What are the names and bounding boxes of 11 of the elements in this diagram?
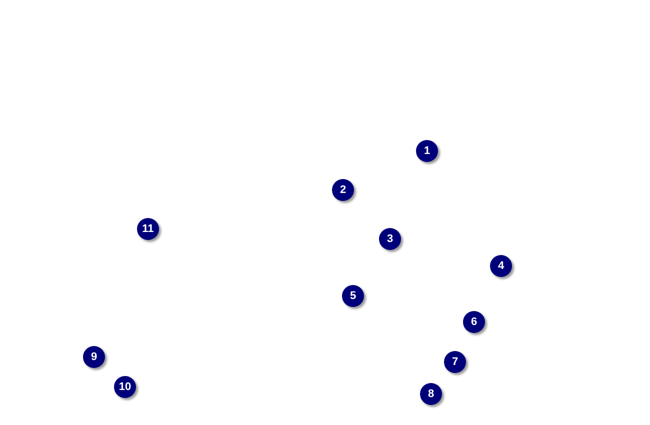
callout-number: 2 bbox=[332, 179, 354, 201]
callout-number: 11 bbox=[137, 218, 159, 240]
callout-number: 4 bbox=[490, 255, 512, 277]
callout-number: 6 bbox=[463, 311, 485, 333]
callout-number: 9 bbox=[83, 346, 105, 368]
callout-number: 10 bbox=[114, 376, 136, 398]
callout-number: 5 bbox=[342, 285, 364, 307]
callout-number: 8 bbox=[420, 383, 442, 405]
callout-number: 1 bbox=[416, 140, 438, 162]
callout-number: 3 bbox=[379, 228, 401, 250]
callout-number: 7 bbox=[444, 351, 466, 373]
